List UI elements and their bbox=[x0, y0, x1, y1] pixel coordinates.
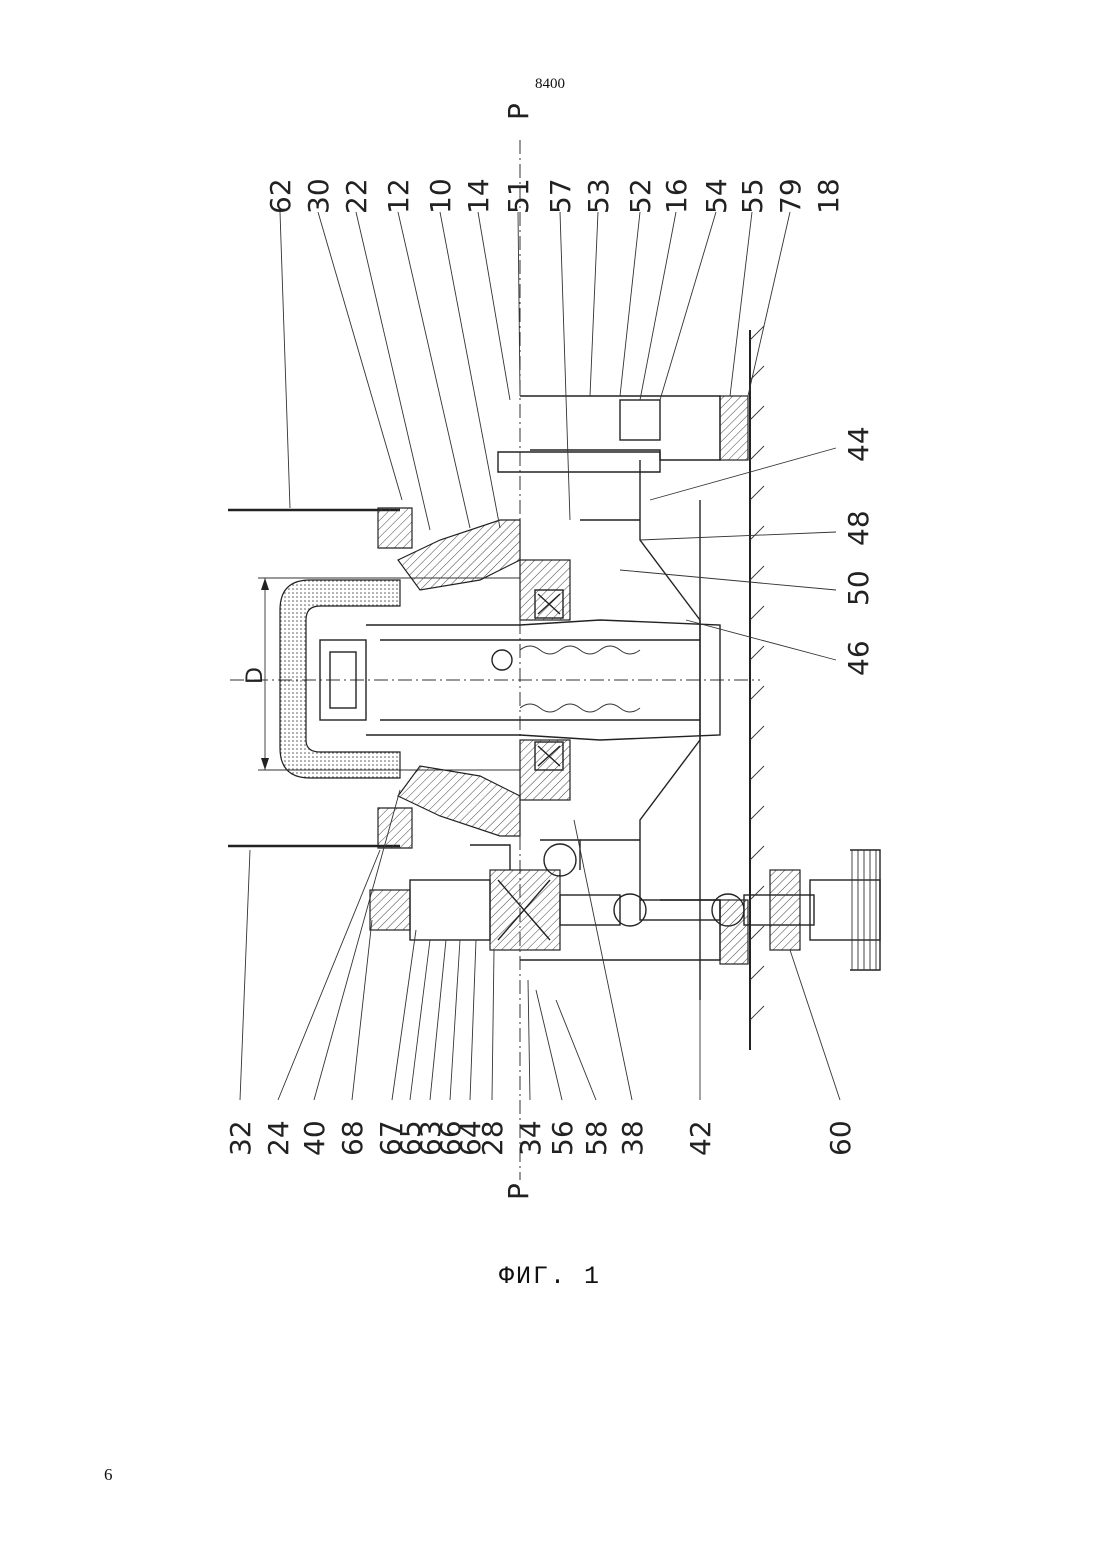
part-label: 58 bbox=[580, 1120, 613, 1156]
part-label: 32 bbox=[224, 1120, 257, 1156]
part-label: 57 bbox=[544, 178, 577, 214]
part-label: 30 bbox=[302, 178, 335, 214]
dimension-label-d: D bbox=[243, 667, 268, 684]
drive-train bbox=[370, 840, 880, 970]
part-label: 28 bbox=[476, 1120, 509, 1156]
part-label: 51 bbox=[502, 178, 535, 214]
labels-top: 62 30 22 12 10 14 51 57 53 52 16 54 55 7… bbox=[264, 178, 845, 214]
part-label: 48 bbox=[842, 510, 875, 546]
part-label: 50 bbox=[842, 570, 875, 606]
leaders-right bbox=[620, 448, 836, 660]
section-mark-bottom: P bbox=[502, 1183, 535, 1200]
bearing-block-lower bbox=[520, 740, 570, 800]
labels-right: 44 48 50 46 bbox=[842, 426, 875, 676]
part-label: 40 bbox=[298, 1120, 331, 1156]
page-number-bottom: 6 bbox=[104, 1465, 113, 1485]
part-label: 79 bbox=[774, 178, 807, 214]
part-label: 14 bbox=[462, 178, 495, 214]
cone-upper bbox=[398, 520, 520, 590]
part-label: 44 bbox=[842, 426, 875, 462]
part-label: 60 bbox=[824, 1120, 857, 1156]
part-label: 62 bbox=[264, 178, 297, 214]
part-label: 54 bbox=[700, 178, 733, 214]
figure-caption: ФИГ. 1 bbox=[0, 1262, 1100, 1291]
part-label: 55 bbox=[736, 178, 769, 214]
bearing-block-upper bbox=[520, 560, 570, 620]
part-label: 18 bbox=[812, 178, 845, 214]
part-label: 38 bbox=[616, 1120, 649, 1156]
part-label: 16 bbox=[660, 178, 693, 214]
part-label: 12 bbox=[382, 178, 415, 214]
cone-lower bbox=[398, 766, 520, 836]
part-label: 24 bbox=[262, 1120, 295, 1156]
part-label: 52 bbox=[624, 178, 657, 214]
part-label: 56 bbox=[546, 1120, 579, 1156]
section-mark-top: P bbox=[502, 103, 535, 120]
part-label: 42 bbox=[684, 1120, 717, 1156]
labels-bottom: 32 24 40 68 67 65 63 66 64 28 34 56 58 3… bbox=[224, 1120, 857, 1156]
rotor-head bbox=[280, 580, 400, 778]
part-label: 68 bbox=[336, 1120, 369, 1156]
part-label: 46 bbox=[842, 640, 875, 676]
part-label: 22 bbox=[340, 178, 373, 214]
part-label: 53 bbox=[582, 178, 615, 214]
part-label: 34 bbox=[514, 1120, 547, 1156]
part-label: 10 bbox=[424, 178, 457, 214]
